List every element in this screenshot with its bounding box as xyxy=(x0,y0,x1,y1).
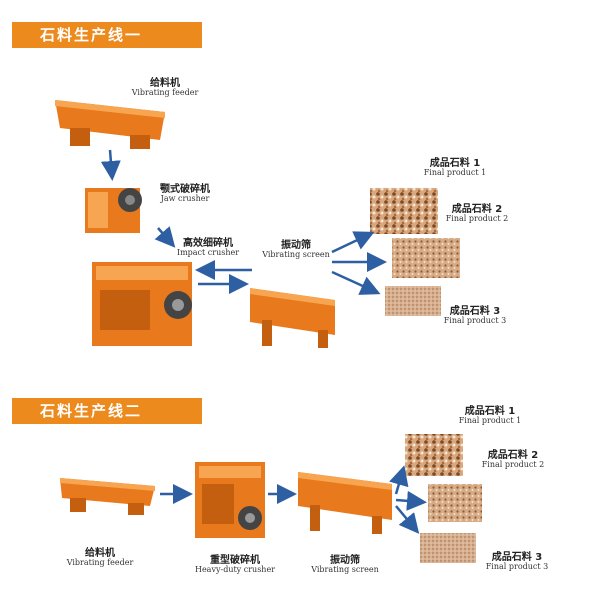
line1-product1-label: 成品石料 1 Final product 1 xyxy=(410,158,500,178)
arrow-to-product1 xyxy=(331,231,375,254)
line1-impact-crusher-image xyxy=(92,262,192,346)
line2-product1-en: Final product 1 xyxy=(458,416,522,425)
line1-title-banner: 石料生产线一 xyxy=(12,22,202,48)
line1-product3-en: Final product 3 xyxy=(443,316,507,325)
arrow-jaw-to-impact xyxy=(154,226,176,248)
line1-jaw-en: Jaw crusher xyxy=(160,194,210,203)
line1-screen-zh: 振动筛 xyxy=(281,240,311,251)
line1-screen-label: 振动筛 Vibrating screen xyxy=(256,240,336,260)
arrow-feeder-to-jaw xyxy=(100,149,121,181)
line2-product2-label: 成品石料 2 Final product 2 xyxy=(468,450,558,470)
line1-impact-en: Impact crusher xyxy=(176,248,240,257)
line1-product3-zh: 成品石料 3 xyxy=(449,306,501,317)
line1-product1-en: Final product 1 xyxy=(423,168,487,177)
line1-product1-zh: 成品石料 1 xyxy=(429,158,481,169)
line1-product1-image xyxy=(370,188,438,234)
line2-screen-label: 振动筛 Vibrating screen xyxy=(300,555,390,575)
line2-feeder-zh: 给料机 xyxy=(85,548,115,559)
line1-jaw-zh: 颚式破碎机 xyxy=(160,184,210,195)
line1-impact-label: 高效细碎机 Impact crusher xyxy=(168,238,248,258)
line1-product2-image xyxy=(392,238,460,278)
line2-product3-label: 成品石料 3 Final product 3 xyxy=(472,552,562,572)
line2-product2-en: Final product 2 xyxy=(481,460,545,469)
line2-product1-image xyxy=(405,434,463,476)
line2-product1-label: 成品石料 1 Final product 1 xyxy=(445,406,535,426)
line2-title-banner: 石料生产线二 xyxy=(12,398,202,424)
line1-feeder-label: 给料机 Vibrating feeder xyxy=(120,78,210,98)
line2-screen-en: Vibrating screen xyxy=(311,565,379,574)
line2-feeder-image xyxy=(60,478,155,515)
line2-product2-zh: 成品石料 2 xyxy=(487,450,539,461)
arrow2-to-product1 xyxy=(389,465,409,495)
line2-screen-zh: 振动筛 xyxy=(330,555,360,566)
line1-title: 石料生产线一 xyxy=(40,26,143,44)
line1-vibrating-screen-image xyxy=(250,288,335,348)
line2-title: 石料生产线二 xyxy=(40,402,143,420)
arrow-to-product3 xyxy=(331,270,381,295)
line2-feeder-en: Vibrating feeder xyxy=(66,558,134,567)
line2-crusher-en: Heavy-duty crusher xyxy=(194,565,276,574)
line1-feeder-zh: 给料机 xyxy=(150,78,180,89)
line2-product3-zh: 成品石料 3 xyxy=(491,552,543,563)
line2-product3-image xyxy=(420,533,476,563)
line2-product2-image xyxy=(428,484,482,522)
line2-product3-en: Final product 3 xyxy=(485,562,549,571)
line1-screen-en: Vibrating screen xyxy=(262,250,330,259)
line1-feeder-image xyxy=(55,100,165,149)
line1-product3-label: 成品石料 3 Final product 3 xyxy=(430,306,520,326)
line1-feeder-en: Vibrating feeder xyxy=(131,88,199,97)
line1-product2-zh: 成品石料 2 xyxy=(451,204,503,215)
line2-crusher-label: 重型破碎机 Heavy-duty crusher xyxy=(185,555,285,575)
line1-jaw-label: 颚式破碎机 Jaw crusher xyxy=(140,184,230,204)
line1-product2-label: 成品石料 2 Final product 2 xyxy=(432,204,522,224)
line1-jaw-crusher-image xyxy=(85,188,142,233)
line2-feeder-label: 给料机 Vibrating feeder xyxy=(55,548,145,568)
line2-vibrating-screen-image xyxy=(298,472,392,534)
arrow2-to-product3 xyxy=(395,505,420,534)
line2-crusher-image xyxy=(195,462,265,538)
line2-product1-zh: 成品石料 1 xyxy=(464,406,516,417)
line2-crusher-zh: 重型破碎机 xyxy=(210,555,260,566)
line1-impact-zh: 高效细碎机 xyxy=(183,238,233,249)
line1-product2-en: Final product 2 xyxy=(445,214,509,223)
line1-product3-image xyxy=(385,286,441,316)
arrow2-to-product2 xyxy=(395,490,427,511)
